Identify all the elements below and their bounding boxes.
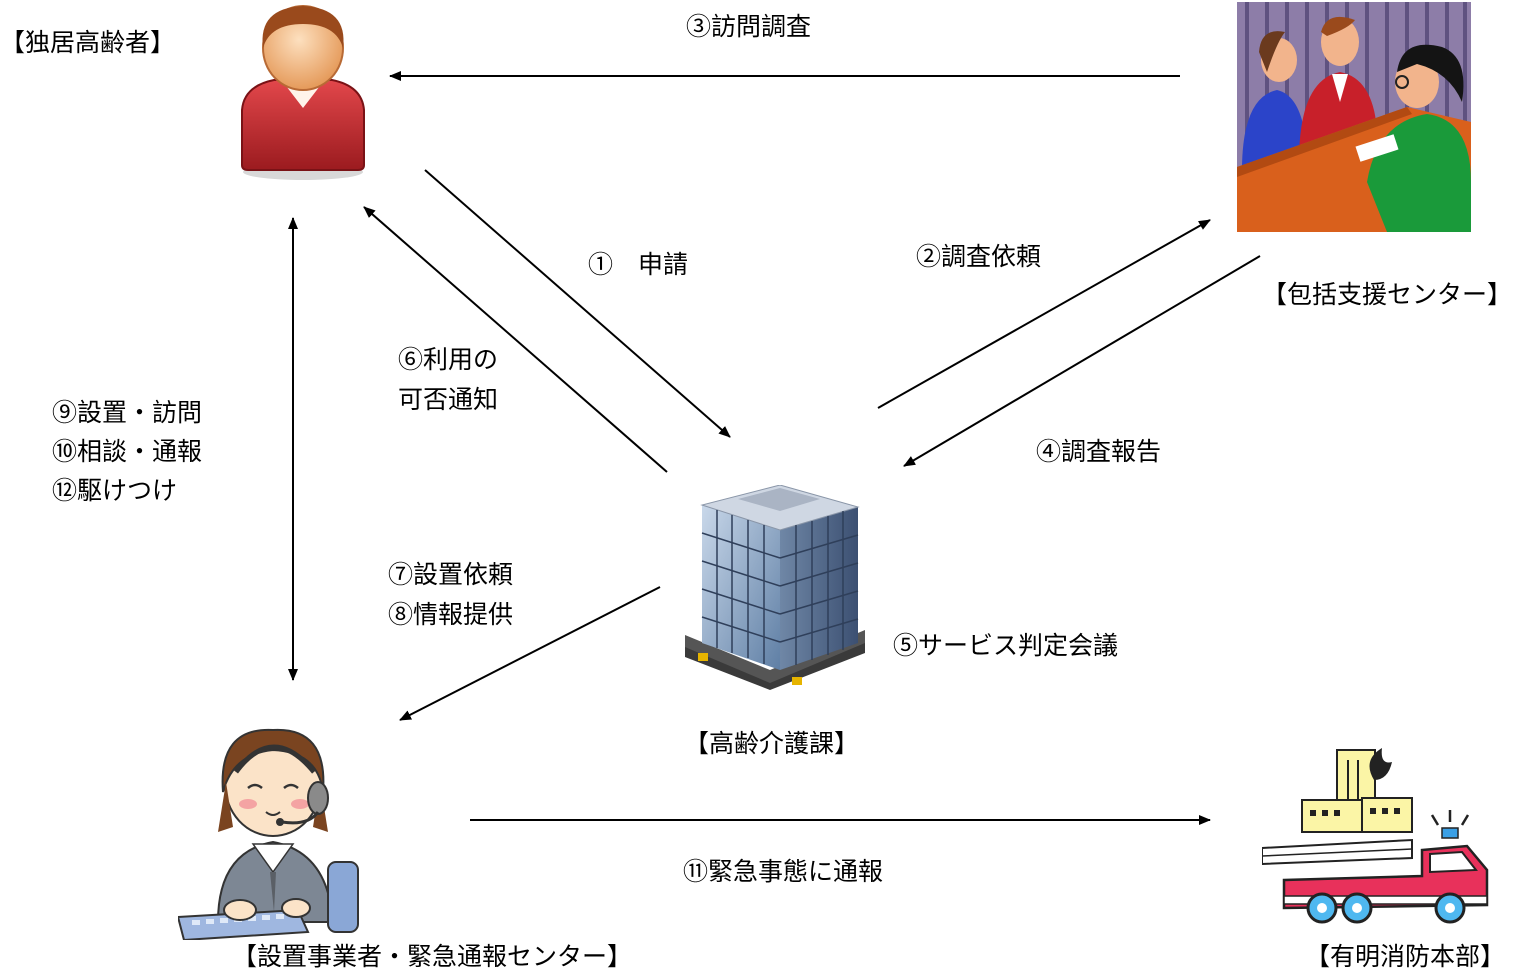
step-3-visit-survey: ③訪問調査 bbox=[686, 12, 812, 41]
label-elder: 【独居高齢者】 bbox=[0, 28, 176, 57]
step-12-rush: ⑫駆けつけ bbox=[52, 475, 178, 505]
step-9-10-12-group: ⑨設置・訪問 ⑩相談・通報 ⑫駆けつけ bbox=[52, 394, 202, 510]
step-5-service-meeting: ⑤サービス判定会議 bbox=[893, 631, 1119, 660]
step-7-install-request: ⑦設置依頼 bbox=[388, 560, 514, 589]
step-8-info-provision: ⑧情報提供 bbox=[388, 600, 514, 629]
arrow-survey-report bbox=[903, 255, 1261, 467]
operator-headset-icon bbox=[178, 728, 359, 940]
step-2-survey-request: ②調査依頼 bbox=[916, 242, 1042, 271]
step-11-emergency-report: ⑪緊急事態に通報 bbox=[683, 857, 884, 886]
label-support-center: 【包括支援センター】 bbox=[1262, 280, 1513, 309]
label-fire-dept: 【有明消防本部】 bbox=[1305, 942, 1506, 971]
arrow-install-request bbox=[399, 586, 661, 721]
support-center-meeting-image bbox=[1237, 2, 1471, 232]
arrow-survey-request bbox=[877, 219, 1211, 409]
step-4-survey-report: ④調査報告 bbox=[1036, 437, 1162, 466]
step-1-application: ① 申請 bbox=[588, 250, 689, 279]
fire-truck-icon bbox=[1262, 748, 1489, 924]
office-building-icon bbox=[685, 485, 865, 690]
elder-person-icon bbox=[241, 5, 365, 180]
step-9-install-visit: ⑨設置・訪問 bbox=[52, 398, 203, 427]
step-7-8-group: ⑦設置依頼 ⑧情報提供 bbox=[388, 555, 513, 635]
label-care-division: 【高齢介護課】 bbox=[684, 729, 860, 758]
arrow-usage-notice bbox=[363, 206, 668, 473]
step-6-usage-notice: ⑥利用の 可否通知 bbox=[398, 340, 498, 420]
step-10-consult-report: ⑩相談・通報 bbox=[52, 436, 203, 466]
step-6-line2: 可否通知 bbox=[398, 385, 499, 414]
arrow-application bbox=[424, 169, 731, 438]
label-installer: 【設置事業者・緊急通報センター】 bbox=[232, 942, 633, 971]
step-6-line1: ⑥利用の bbox=[398, 345, 499, 374]
